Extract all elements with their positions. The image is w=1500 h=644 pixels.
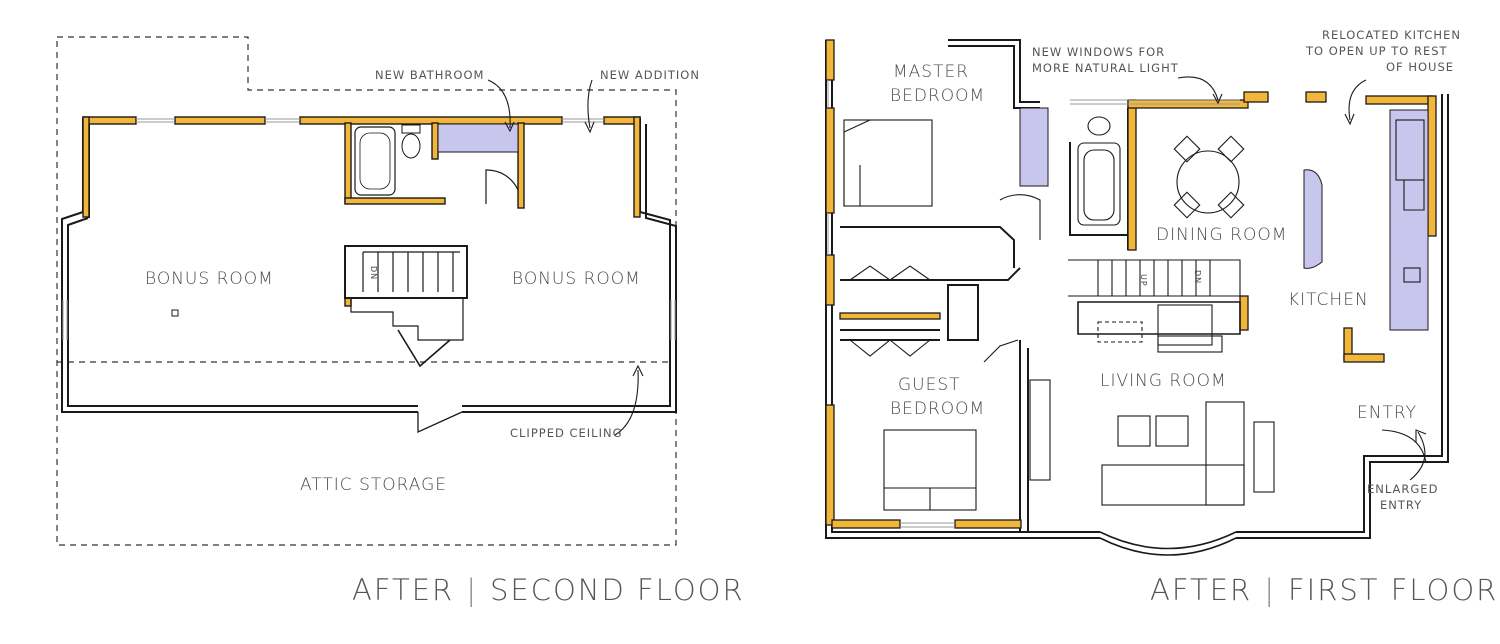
new-windows-note-2: MORE NATURAL LIGHT xyxy=(1032,61,1179,75)
first-floor-caption: AFTER | FIRST FLOOR xyxy=(1150,573,1498,607)
sofa xyxy=(1101,464,1245,506)
second-floor-callouts xyxy=(487,79,644,436)
first-floor-caption-left: AFTER xyxy=(1150,573,1253,607)
stair-dn-label: DN xyxy=(1193,270,1202,284)
first-floor-windows xyxy=(827,80,1240,528)
floor-outlet xyxy=(171,309,179,317)
master-bedroom-label-1: MASTER xyxy=(893,62,969,82)
attic-storage-label: ATTIC STORAGE xyxy=(300,475,447,495)
caption-divider: | xyxy=(1264,573,1276,607)
enlarged-entry-note-2: ENTRY xyxy=(1380,498,1422,512)
guest-bedroom-label-1: GUEST xyxy=(898,375,961,395)
second-floor-plan: BONUS ROOM BONUS ROOM ATTIC STORAGE DN N… xyxy=(56,36,700,546)
relocated-kitchen-note-1: RELOCATED KITCHEN xyxy=(1322,28,1461,42)
first-floor-doors xyxy=(849,265,1019,363)
guest-bedroom-label-2: BEDROOM xyxy=(890,399,985,419)
tub xyxy=(1077,142,1121,226)
caption-divider: | xyxy=(466,573,478,607)
bathtub xyxy=(354,126,396,196)
new-bathroom-note: NEW BATHROOM xyxy=(375,68,484,82)
first-floor-callouts xyxy=(1177,76,1427,481)
bonus-room-left-label: BONUS ROOM xyxy=(145,269,274,289)
second-floor-stair xyxy=(344,245,468,368)
toilet xyxy=(401,133,421,159)
second-floor-caption-right: SECOND FLOOR xyxy=(489,573,745,607)
dining-room-label: DINING ROOM xyxy=(1156,225,1287,245)
relocated-kitchen-note-3: OF HOUSE xyxy=(1386,60,1454,74)
first-floor-fixtures xyxy=(843,116,1427,511)
first-floor-plan: MASTER BEDROOM GUEST BEDROOM DINING ROOM… xyxy=(825,28,1461,556)
second-floor-windows xyxy=(62,118,676,340)
second-floor-caption-left: AFTER xyxy=(352,573,455,607)
bath-door-swing xyxy=(485,169,519,204)
second-floor-caption: AFTER | SECOND FLOOR xyxy=(352,573,745,607)
kitchen-label: KITCHEN xyxy=(1288,290,1369,310)
toilet xyxy=(1087,116,1111,136)
clipped-ceiling-note: CLIPPED CEILING xyxy=(510,426,622,440)
bonus-room-right-label: BONUS ROOM xyxy=(512,269,641,289)
first-floor-caption-right: FIRST FLOOR xyxy=(1287,573,1499,607)
master-bed xyxy=(843,119,933,207)
attic-outline xyxy=(56,36,677,546)
stair-dn-label: DN xyxy=(369,266,378,280)
new-bathroom xyxy=(354,123,519,204)
relocated-kitchen-note-2: TO OPEN UP TO REST xyxy=(1305,44,1448,58)
master-bedroom-label-2: BEDROOM xyxy=(890,86,985,106)
attic-door xyxy=(417,411,463,434)
first-floor-new-walls xyxy=(825,39,1437,529)
living-room-label: LIVING ROOM xyxy=(1100,371,1227,391)
entry-label: ENTRY xyxy=(1357,403,1417,423)
enlarged-entry-note-1: ENLARGED xyxy=(1367,482,1438,496)
stair-up-label: UP xyxy=(1139,274,1148,287)
first-floor-stair xyxy=(1068,259,1241,353)
new-windows-note-1: NEW WINDOWS FOR xyxy=(1032,45,1165,59)
bay-window xyxy=(1099,531,1237,556)
new-addition-note: NEW ADDITION xyxy=(600,68,700,82)
